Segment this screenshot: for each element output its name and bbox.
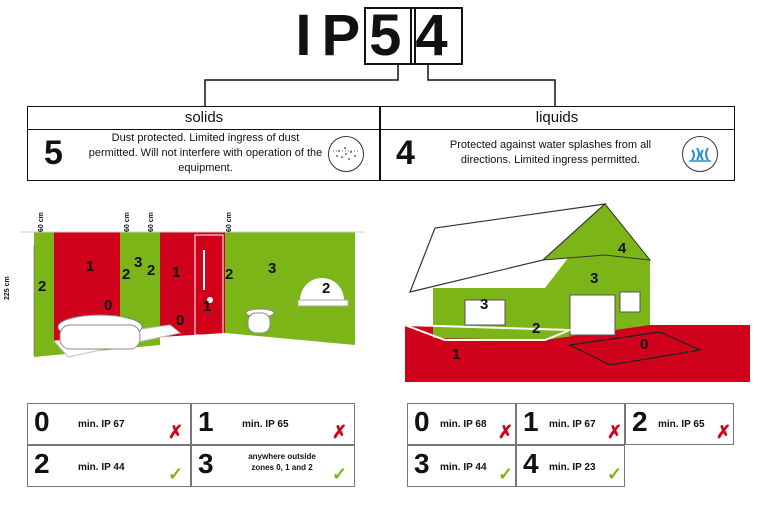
table-cell: 3 min. IP 44 ✓	[407, 445, 516, 487]
liquids-header: liquids	[379, 106, 735, 130]
solids-header: solids	[27, 106, 381, 130]
table-cell: 2 min. IP 44 ✓	[27, 445, 191, 487]
solids-description: 5 Dust protected. Limited ingress of dus…	[27, 128, 381, 181]
height-dimension: 225 cm	[4, 276, 11, 300]
bath-zone-label: 2	[122, 266, 131, 283]
title-connectors	[204, 64, 556, 106]
cross-icon: ✗	[716, 422, 732, 442]
bath-zone-label: 2	[147, 262, 156, 279]
cross-icon: ✗	[607, 422, 623, 442]
check-icon: ✓	[498, 464, 514, 484]
house-zone-label: 1	[452, 346, 461, 363]
bath-zone-label: 2	[225, 266, 234, 283]
solids-text: Dust protected. Limited ingress of dust …	[88, 132, 323, 174]
house-zone-label: 3	[480, 296, 489, 313]
width-dimension-1: 60 cm	[38, 212, 45, 232]
bath-zone-label: 2	[38, 278, 47, 295]
cross-icon: ✗	[498, 422, 514, 442]
house-zone-label: 2	[532, 320, 541, 337]
bath-zone-label: 1	[172, 264, 181, 281]
bathroom-diagram	[20, 231, 365, 358]
solids-number: 5	[44, 134, 63, 172]
liquids-description: 4 Protected against water splashes from …	[379, 128, 735, 181]
liquids-number: 4	[396, 134, 415, 172]
bath-zone-label: 1	[203, 298, 212, 315]
house-zone-label: 3	[590, 270, 599, 287]
bath-zone-label: 0	[176, 312, 185, 329]
cross-icon: ✗	[332, 422, 348, 442]
cross-icon: ✗	[168, 422, 184, 442]
bath-zone-label: 2	[322, 280, 331, 297]
title-digit-solids: 5	[364, 7, 417, 65]
width-dimension-4: 60 cm	[226, 212, 233, 232]
width-dimension-3: 60 cm	[148, 212, 155, 232]
check-icon: ✓	[332, 464, 348, 484]
house-zone-table: 0 min. IP 68 ✗ 1 min. IP 67 ✗ 2 min. IP …	[407, 403, 734, 487]
bath-zone-label: 3	[134, 254, 143, 271]
width-dimension-2: 60 cm	[124, 212, 131, 232]
table-cell: 0 min. IP 68 ✗	[407, 403, 516, 445]
table-cell: 1 min. IP 67 ✗	[516, 403, 625, 445]
house-diagram	[405, 203, 750, 382]
house-zone-label: 4	[618, 240, 627, 257]
bath-zone-label: 1	[86, 258, 95, 275]
check-icon: ✓	[168, 464, 184, 484]
table-cell: 0 min. IP 67 ✗	[27, 403, 191, 445]
bathroom-zone-table: 0 min. IP 67 ✗ 1 min. IP 65 ✗ 2 min. IP …	[27, 403, 355, 487]
dust-circle-icon	[328, 136, 364, 172]
table-cell: 4 min. IP 23 ✓	[516, 445, 625, 487]
table-cell: 2 min. IP 65 ✗	[625, 403, 734, 445]
table-cell: 3 anywhere outside zones 0, 1 and 2 ✓	[191, 445, 355, 487]
title: IP54	[0, 4, 758, 68]
check-icon: ✓	[607, 464, 623, 484]
title-digit-liquids: 4	[410, 7, 463, 65]
table-cell: 1 min. IP 65 ✗	[191, 403, 355, 445]
liquids-text: Protected against water splashes from al…	[449, 139, 652, 166]
title-prefix: IP	[295, 3, 371, 68]
bath-zone-label: 0	[104, 297, 113, 314]
house-zone-label: 0	[640, 336, 649, 353]
water-splash-icon	[682, 136, 718, 172]
bath-zone-label: 3	[268, 260, 277, 277]
